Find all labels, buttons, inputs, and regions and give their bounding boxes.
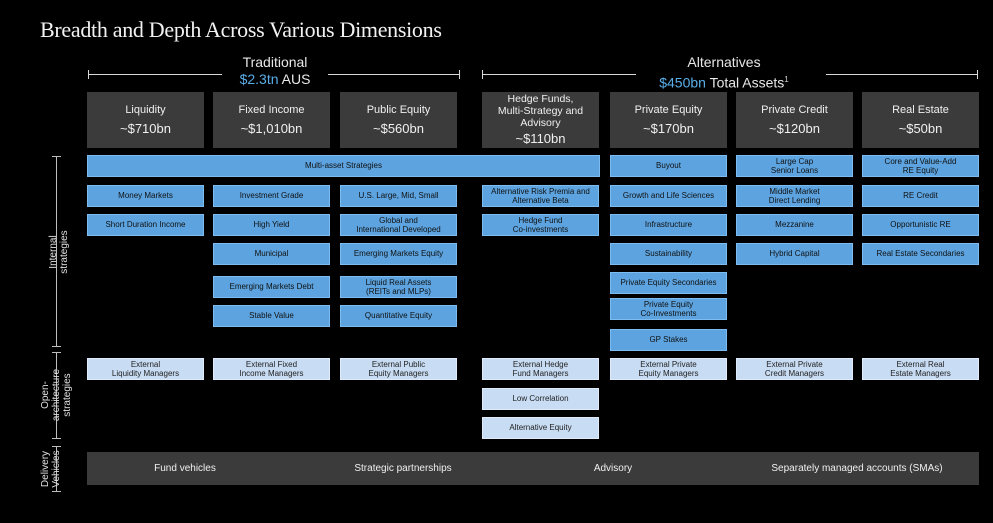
delivery-strategic-partnerships: Strategic partnerships bbox=[354, 463, 452, 474]
internal-strategy-cell: Mezzanine bbox=[736, 214, 853, 236]
traditional-aus: $2.3tn AUS bbox=[195, 71, 355, 88]
traditional-amount: $2.3tn bbox=[239, 71, 279, 87]
internal-bracket-bottom bbox=[52, 346, 61, 347]
delivery-bracket-line bbox=[56, 446, 57, 491]
alternatives-footnote: 1 bbox=[784, 75, 789, 84]
open-architecture-cell: External Fixed Income Managers bbox=[213, 358, 330, 380]
internal-strategy-cell: Private Equity Co-Investments bbox=[610, 298, 727, 320]
internal-strategy-cell: Short Duration Income bbox=[87, 214, 204, 236]
column-amount: ~$170bn bbox=[643, 120, 694, 136]
column-amount: ~$50bn bbox=[898, 120, 943, 136]
internal-strategy-cell: Hedge Fund Co-investments bbox=[482, 214, 599, 236]
internal-strategy-cell: Quantitative Equity bbox=[340, 305, 457, 327]
internal-strategy-cell: GP Stakes bbox=[610, 329, 727, 351]
internal-strategy-cell: Liquid Real Assets (REITs and MLPs) bbox=[340, 276, 457, 298]
internal-strategy-cell: Growth and Life Sciences bbox=[610, 185, 727, 207]
internal-strategy-cell: Private Equity Secondaries bbox=[610, 272, 727, 294]
alternatives-amount: $450bn bbox=[659, 74, 706, 91]
column-amount: ~$710bn bbox=[120, 120, 171, 136]
open-bracket-top bbox=[52, 352, 61, 353]
internal-strategy-cell: Middle Market Direct Lending bbox=[736, 185, 853, 207]
column-header-2: Public Equity ~$560bn bbox=[340, 92, 457, 148]
alternatives-bracket bbox=[482, 70, 978, 79]
open-architecture-cell: External Private Equity Managers bbox=[610, 358, 727, 380]
open-architecture-label: Open- architecture strategies bbox=[40, 368, 73, 422]
delivery-fund-vehicles: Fund vehicles bbox=[154, 463, 216, 474]
open-bracket-bottom bbox=[52, 438, 61, 439]
column-amount: ~$1,010bn bbox=[240, 120, 303, 136]
internal-strategy-cell: High Yield bbox=[213, 214, 330, 236]
internal-strategy-cell: Emerging Markets Equity bbox=[340, 243, 457, 265]
column-header-3: Hedge Funds, Multi-Strategy and Advisory… bbox=[482, 92, 599, 148]
internal-strategy-cell: Core and Value-Add RE Equity bbox=[862, 155, 979, 177]
column-amount: ~$110bn bbox=[515, 131, 566, 146]
delivery-bracket-bottom bbox=[52, 491, 61, 492]
internal-strategy-cell: RE Credit bbox=[862, 185, 979, 207]
internal-strategy-cell: Stable Value bbox=[213, 305, 330, 327]
open-architecture-cell: Alternative Equity bbox=[482, 417, 599, 439]
traditional-label: Traditional bbox=[242, 54, 308, 70]
delivery-bracket-top bbox=[52, 446, 61, 447]
alternatives-total: $450bn Total Assets1 bbox=[624, 71, 824, 92]
multi-asset-strategies: Multi-asset Strategies bbox=[87, 155, 600, 177]
alternatives-label: Alternatives bbox=[687, 54, 761, 70]
column-name: Private Equity bbox=[634, 103, 703, 116]
column-header-1: Fixed Income ~$1,010bn bbox=[213, 92, 330, 148]
column-name: Real Estate bbox=[892, 103, 949, 116]
delivery-vehicles-label: Delivery Vehicles bbox=[40, 450, 62, 488]
internal-strategy-cell: Emerging Markets Debt bbox=[213, 276, 330, 298]
internal-strategy-cell: Buyout bbox=[610, 155, 727, 177]
column-name: Hedge Funds, Multi-Strategy and Advisory bbox=[497, 93, 584, 129]
column-amount: ~$120bn bbox=[769, 120, 820, 136]
column-name: Public Equity bbox=[366, 103, 431, 116]
delivery-advisory: Advisory bbox=[593, 463, 633, 474]
page-title: Breadth and Depth Across Various Dimensi… bbox=[40, 17, 442, 42]
open-architecture-cell: Low Correlation bbox=[482, 388, 599, 410]
internal-strategy-cell: Investment Grade bbox=[213, 185, 330, 207]
internal-strategy-cell: Alternative Risk Premia and Alternative … bbox=[482, 185, 599, 207]
column-name: Fixed Income bbox=[238, 103, 305, 116]
internal-strategy-cell: Global and International Developed bbox=[340, 214, 457, 236]
internal-bracket-top bbox=[52, 156, 61, 157]
column-header-5: Private Credit ~$120bn bbox=[736, 92, 853, 148]
traditional-bracket bbox=[88, 70, 460, 79]
internal-strategy-cell: Real Estate Secondaries bbox=[862, 243, 979, 265]
internal-strategy-cell: Municipal bbox=[213, 243, 330, 265]
column-amount: ~$560bn bbox=[373, 120, 424, 136]
traditional-suffix: AUS bbox=[278, 71, 311, 87]
internal-strategy-cell: Sustainability bbox=[610, 243, 727, 265]
internal-strategy-cell: U.S. Large, Mid, Small bbox=[340, 185, 457, 207]
column-name: Liquidity bbox=[125, 103, 166, 116]
column-header-4: Private Equity ~$170bn bbox=[610, 92, 727, 148]
open-architecture-cell: External Private Credit Managers bbox=[736, 358, 853, 380]
internal-bracket-line bbox=[56, 156, 57, 346]
alternatives-suffix: Total Assets bbox=[705, 74, 785, 91]
traditional-header: Traditional $2.3tn AUS bbox=[195, 54, 355, 88]
column-header-6: Real Estate ~$50bn bbox=[862, 92, 979, 148]
delivery-smas: Separately managed accounts (SMAs) bbox=[771, 463, 943, 474]
open-architecture-cell: External Liquidity Managers bbox=[87, 358, 204, 380]
internal-strategies-label: Internal strategies bbox=[48, 230, 70, 274]
column-header-0: Liquidity ~$710bn bbox=[87, 92, 204, 148]
delivery-vehicles-bar: Fund vehicles Strategic partnerships Adv… bbox=[87, 452, 979, 485]
open-architecture-cell: External Hedge Fund Managers bbox=[482, 358, 599, 380]
alternatives-header: Alternatives $450bn Total Assets1 bbox=[624, 54, 824, 92]
internal-strategy-cell: Large Cap Senior Loans bbox=[736, 155, 853, 177]
internal-strategy-cell: Hybrid Capital bbox=[736, 243, 853, 265]
internal-strategy-cell: Infrastructure bbox=[610, 214, 727, 236]
internal-strategy-cell: Opportunistic RE bbox=[862, 214, 979, 236]
open-bracket-line bbox=[56, 352, 57, 438]
open-architecture-cell: External Public Equity Managers bbox=[340, 358, 457, 380]
column-name: Private Credit bbox=[761, 103, 828, 116]
internal-strategy-cell: Money Markets bbox=[87, 185, 204, 207]
open-architecture-cell: External Real Estate Managers bbox=[862, 358, 979, 380]
